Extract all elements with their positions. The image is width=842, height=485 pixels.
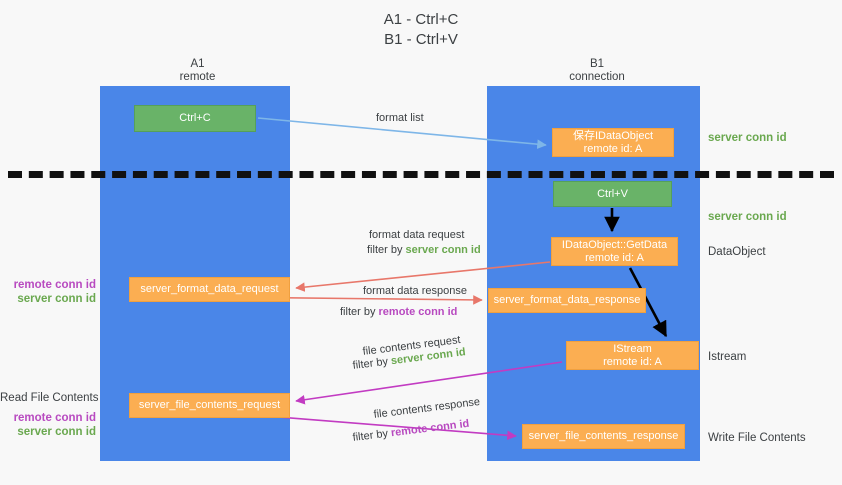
right-label-server-conn-id-mid: server conn id [708, 211, 787, 223]
annotation-file-contents-response-filter: filter by remote conn id [352, 418, 470, 444]
annotation-format-list: format list [376, 112, 424, 124]
title-line-1: A1 - Ctrl+C [383, 11, 459, 28]
box-ctrl-v-label: Ctrl+V [597, 187, 628, 200]
left-label-remote-conn-id-1: remote conn id [13, 279, 96, 291]
filter-by-text-3: filter by [352, 355, 392, 372]
filter-key-remote-conn-id-1: remote conn id [378, 306, 458, 318]
column-header-b1: B1 connection [492, 58, 702, 84]
box-ctrl-c-label: Ctrl+C [179, 112, 211, 124]
box-ctrl-v[interactable]: Ctrl+V [553, 181, 672, 207]
filter-by-text-1: filter by [367, 244, 406, 256]
right-label-server-conn-id-top: server conn id [708, 132, 787, 144]
box-getdata-line2: remote id: A [585, 251, 644, 264]
box-server-file-contents-response-label: server_file_contents_response [528, 430, 679, 442]
filter-by-text-4: filter by [352, 427, 392, 444]
column-a1-role: remote [179, 71, 216, 83]
left-label-remote-conn-id-2: remote conn id [13, 412, 96, 424]
box-server-format-data-response-label: server_format_data_response [493, 294, 641, 306]
box-server-file-contents-request-label: server_file_contents_request [138, 399, 281, 411]
box-server-format-data-request[interactable]: server_format_data_request [129, 277, 290, 302]
box-istream-line2: remote id: A [603, 355, 662, 368]
separator-dashed [8, 171, 834, 178]
box-idataobject-getdata[interactable]: IDataObject::GetData remote id: A [551, 237, 678, 266]
filter-key-server-conn-id-1: server conn id [405, 244, 481, 256]
column-b1-name: B1 [589, 58, 605, 70]
box-server-format-data-request-label: server_format_data_request [140, 283, 279, 295]
box-idataobject-line2: remote id: A [583, 142, 643, 155]
box-getdata-line1: IDataObject::GetData [561, 238, 668, 251]
left-label-server-conn-id-1: server conn id [17, 293, 96, 305]
box-istream[interactable]: IStream remote id: A [566, 341, 699, 370]
box-istream-line1: IStream [613, 342, 652, 355]
left-label-group-format: remote conn id server conn id [0, 278, 96, 306]
left-label-server-conn-id-2: server conn id [17, 426, 96, 438]
left-label-read-file-contents: Read File Contents [0, 392, 99, 404]
box-server-file-contents-request[interactable]: server_file_contents_request [129, 393, 290, 418]
box-idataobject[interactable]: 保存IDataObject remote id: A [552, 128, 674, 157]
annotation-format-data-response-filter: filter by remote conn id [340, 306, 457, 318]
box-idataobject-line1: 保存IDataObject [572, 129, 654, 142]
box-server-format-data-response[interactable]: server_format_data_response [488, 288, 646, 313]
right-label-istream: Istream [708, 351, 747, 363]
box-ctrl-c[interactable]: Ctrl+C [134, 105, 256, 132]
annotation-format-data-request-filter: filter by server conn id [367, 244, 481, 256]
page-title: A1 - Ctrl+C B1 - Ctrl+V [0, 10, 842, 50]
annotation-format-data-request: format data request [369, 229, 465, 241]
right-label-dataobject: DataObject [708, 246, 766, 258]
title-line-2: B1 - Ctrl+V [384, 31, 458, 48]
filter-key-remote-conn-id-2: remote conn id [390, 417, 470, 440]
annotation-format-data-response: format data response [363, 285, 467, 297]
box-server-file-contents-response[interactable]: server_file_contents_response [522, 424, 685, 449]
right-label-write-file-contents: Write File Contents [708, 432, 806, 444]
column-b1-role: connection [569, 71, 625, 83]
column-header-a1: A1 remote [105, 58, 290, 84]
filter-by-text-2: filter by [340, 306, 379, 318]
left-label-group-file: remote conn id server conn id [0, 411, 96, 439]
column-a1-name: A1 [190, 58, 205, 70]
